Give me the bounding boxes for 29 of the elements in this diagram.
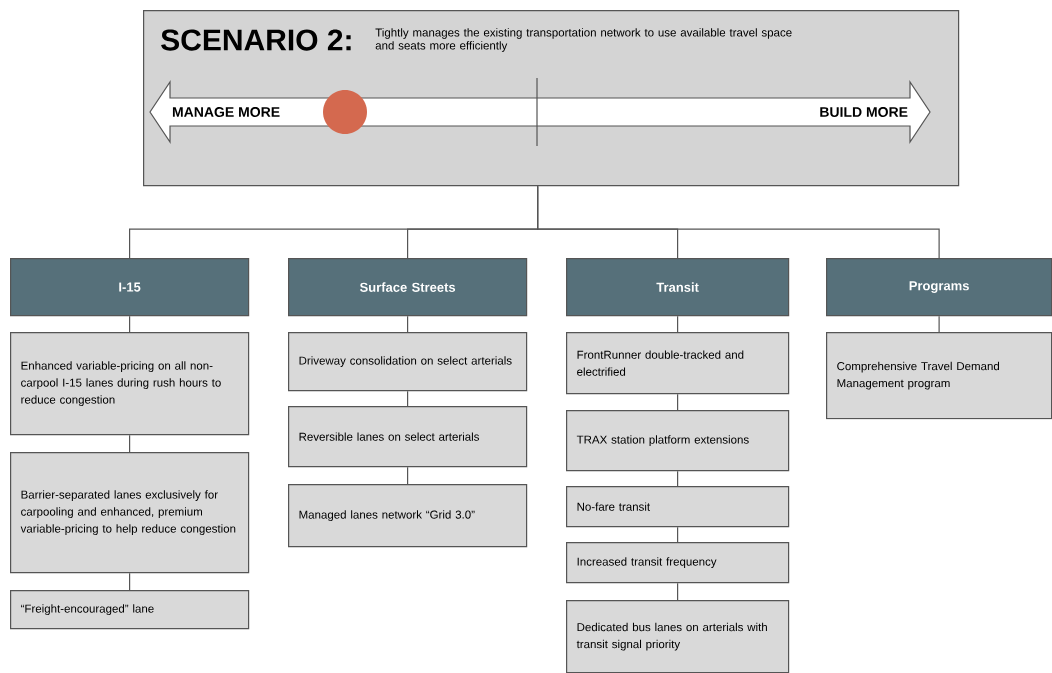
action-box: FrontRunner double-tracked and electrified (566, 332, 790, 395)
connector-line (129, 315, 131, 333)
connector-line (129, 434, 131, 453)
connector-line (407, 390, 409, 407)
action-box: TRAX station platform extensions (566, 410, 790, 472)
connector-line (407, 315, 409, 333)
action-box: No-fare transit (566, 486, 790, 528)
connector-line (537, 185, 940, 259)
connector-line (677, 315, 679, 333)
connector-line (129, 572, 131, 591)
action-box: Enhanced variable-pricing on all non-carpool I-15 lanes during rush hours to reduce congestion (10, 332, 250, 436)
action-box: Managed lanes network “Grid 3.0” (288, 484, 528, 548)
action-box: Driveway consolidation on select arterials (288, 332, 528, 392)
action-box: Barrier-separated lanes exclusively for carpooling and enhanced, premium variable-pricing to help reduce congestion (10, 452, 250, 574)
connector-line (677, 393, 679, 411)
action-box: Dedicated bus lanes on arterials with transit signal priority (566, 600, 790, 673)
action-box: “Freight-encouraged” lane (10, 590, 250, 630)
connector-line (677, 582, 679, 601)
connector-line (407, 466, 409, 485)
action-box: Increased transit frequency (566, 542, 790, 584)
action-box: Comprehensive Travel Demand Management program (826, 332, 1052, 420)
connector-line (677, 526, 679, 543)
action-box: Reversible lanes on select arterials (288, 406, 528, 468)
category-header: Programs (826, 258, 1052, 317)
connector-line (938, 315, 940, 333)
category-header: Transit (566, 258, 790, 317)
category-header: I-15 (10, 258, 250, 317)
category-header: Surface Streets (288, 258, 528, 317)
connector-line (677, 470, 679, 487)
